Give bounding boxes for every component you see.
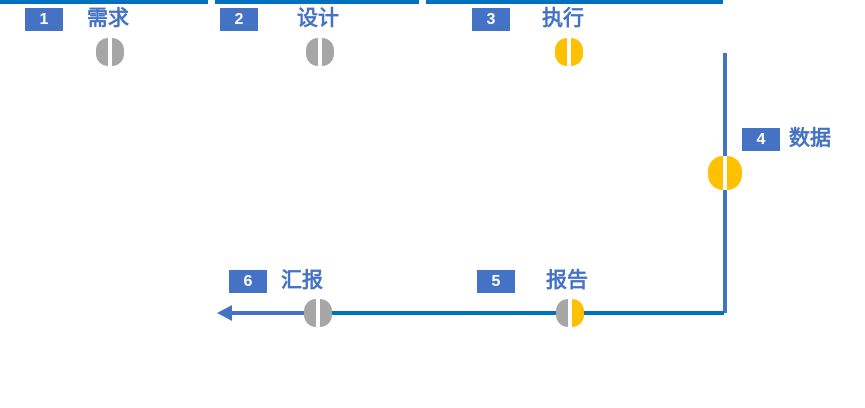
step-2-badge: 2 [220,8,258,31]
step-1-badge: 1 [25,8,63,31]
step-1-milestone-circle [96,38,124,66]
step-2-milestone-circle [306,38,334,66]
circle-right-half [322,38,334,66]
step-6-milestone-circle [304,299,332,327]
circle-right-half [572,299,584,327]
circle-left-half [304,299,316,327]
connector-segment-3 [426,0,723,4]
circle-right-half [571,38,583,66]
step-6-label: 汇报 [281,269,323,292]
circle-right-half [112,38,124,66]
step-2-label: 设计 [297,7,339,30]
circle-left-half [306,38,318,66]
step-5-badge: 5 [477,270,515,293]
circle-right-half [727,156,742,190]
step-5-label: 报告 [546,269,588,292]
circle-left-half [708,156,723,190]
circle-left-half [96,38,108,66]
step-5-milestone-circle [556,299,584,327]
step-3-badge: 3 [472,8,510,31]
step-4-badge: 4 [742,128,780,151]
step-4-label: 数据 [789,127,831,150]
circle-right-half [320,299,332,327]
connector-segment-2 [215,0,419,4]
step-4-milestone-circle [708,156,742,190]
return-arrow-shaft [231,311,304,315]
circle-left-half [556,299,568,327]
arrow-left-icon [217,305,232,321]
step-3-label: 执行 [542,7,584,30]
step-6-badge: 6 [229,270,267,293]
step-1-label: 需求 [87,7,129,30]
connector-segment-1 [0,0,208,4]
circle-left-half [555,38,567,66]
step-3-milestone-circle [555,38,583,66]
connector-segment-bottom [303,311,724,315]
